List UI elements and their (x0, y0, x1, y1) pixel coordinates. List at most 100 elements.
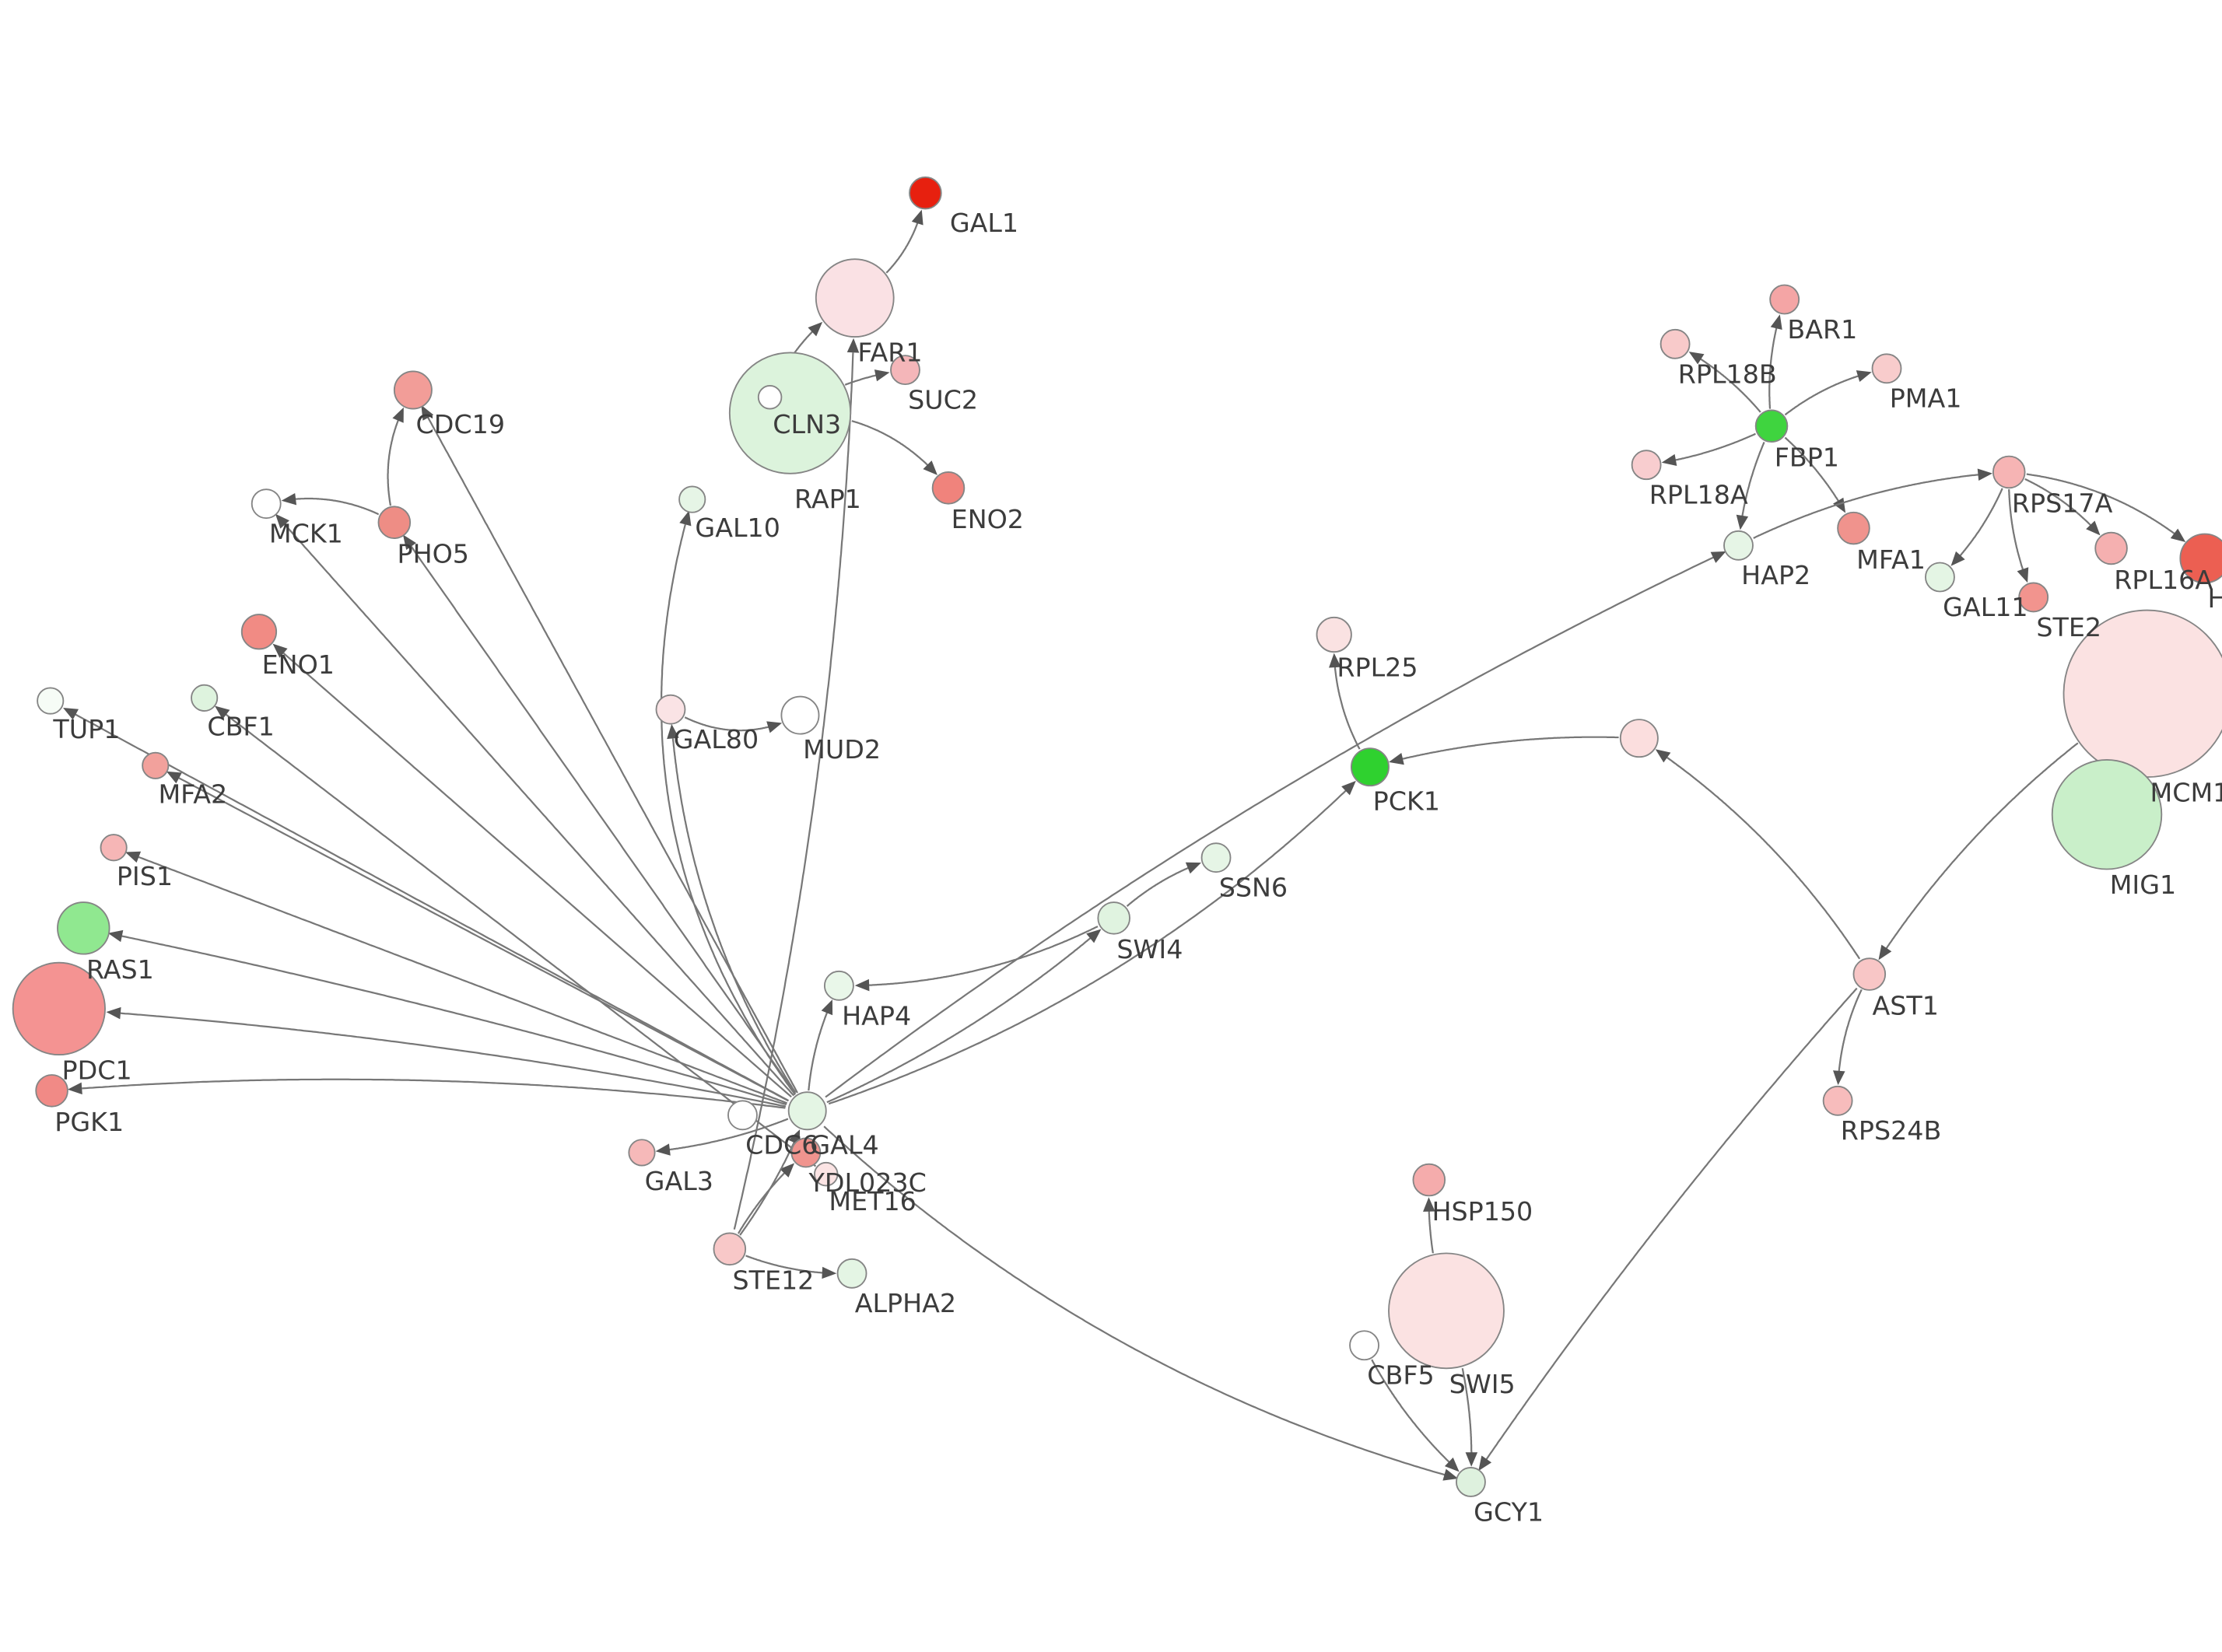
node-ydl023c[interactable] (790, 1137, 822, 1168)
node-eno1[interactable] (240, 614, 278, 650)
edge-gal4-hap2[interactable] (825, 551, 1726, 1098)
edge-gal4-eno1[interactable] (272, 643, 792, 1098)
edge-rap1-eno2[interactable] (851, 420, 938, 475)
edge-fbp1-rpl18b[interactable] (1688, 352, 1761, 413)
node-rpl16a[interactable] (2094, 531, 2128, 565)
node-cln3[interactable] (757, 385, 783, 410)
node-far1[interactable] (815, 258, 895, 338)
node-gal80[interactable] (655, 694, 686, 725)
node-cbf5[interactable] (1349, 1330, 1379, 1361)
edge-swi5-hsp150[interactable] (1423, 1197, 1435, 1254)
edge-rps17a-gal11[interactable] (1950, 488, 2003, 566)
node-pho5[interactable] (377, 506, 412, 539)
node-cbf1[interactable] (191, 684, 219, 712)
node-swi4[interactable] (1097, 901, 1130, 935)
edge-gal4-gal3[interactable] (655, 1118, 789, 1156)
edge-gal4-mck1[interactable] (275, 513, 795, 1097)
node-rps17a[interactable] (1992, 455, 2026, 489)
edge-fbp1-rpl18a[interactable] (1661, 432, 1756, 467)
node-mck1[interactable] (251, 488, 282, 520)
node-unlabeled-38[interactable] (1619, 719, 1659, 758)
node-suc2[interactable] (890, 355, 920, 386)
node-pis1[interactable] (100, 834, 128, 862)
node-mfa1[interactable] (1837, 511, 1870, 545)
node-gal3[interactable] (628, 1139, 656, 1167)
edge-ast1-gcy1[interactable] (1478, 987, 1858, 1472)
edge-ast1-n1[interactable] (1655, 749, 1861, 960)
edge-ste12-far1[interactable] (733, 338, 860, 1230)
node-cdc19[interactable] (393, 370, 433, 410)
edge-mcm1-ast1[interactable] (1878, 742, 2079, 961)
node-rps24b[interactable] (1822, 1085, 1853, 1116)
node-gal10[interactable] (678, 485, 706, 513)
node-gal1[interactable] (909, 176, 942, 210)
edge-gal4-gal10[interactable] (660, 510, 796, 1096)
edge-gal4-hap4[interactable] (808, 999, 833, 1091)
edge-fbp1-mfa1[interactable] (1784, 436, 1846, 513)
node-ste2[interactable] (2018, 582, 2049, 613)
edge-rps17a-his4[interactable] (2026, 473, 2186, 543)
edge-swi4-ssn6[interactable] (1126, 862, 1201, 907)
node-rpl18b[interactable] (1659, 328, 1691, 359)
edge-hap2-rps17a[interactable] (1753, 468, 1992, 539)
edge-gal4-pdc1[interactable] (106, 1006, 787, 1108)
edge-gal4-ras1[interactable] (107, 929, 787, 1106)
edge-gal4-pho5[interactable] (402, 534, 797, 1094)
edge-gal4-pck1[interactable] (828, 780, 1356, 1105)
edge-fbp1-pma1[interactable] (1784, 370, 1872, 416)
edge-cbf5-gcy1[interactable] (1371, 1359, 1460, 1472)
edge-gal4-pgk1[interactable] (67, 1078, 786, 1109)
edge-gal4-swi4[interactable] (826, 929, 1102, 1104)
node-rpl18a[interactable] (1631, 450, 1662, 481)
edge-ast1-rps24b[interactable] (1833, 989, 1863, 1086)
node-gal11[interactable] (1925, 562, 1955, 593)
edge-gal4-gal80[interactable] (667, 723, 797, 1094)
node-mig1[interactable] (2051, 758, 2163, 870)
node-pdc1[interactable] (12, 961, 106, 1056)
node-gal4[interactable] (787, 1091, 827, 1131)
node-hap4[interactable] (823, 970, 854, 1001)
node-ras1[interactable] (57, 901, 110, 955)
edge-pho5-cdc19[interactable] (387, 407, 404, 506)
node-rpl25[interactable] (1316, 616, 1352, 653)
edge-swi4-hap4[interactable] (854, 926, 1099, 992)
node-his4[interactable] (2179, 533, 2222, 584)
node-ssn6[interactable] (1200, 842, 1232, 873)
node-gcy1[interactable] (1456, 1467, 1486, 1497)
edge-fbp1-bar1[interactable] (1768, 314, 1782, 409)
edge-rps17a-ste2[interactable] (2008, 489, 2029, 583)
node-cdc6[interactable] (727, 1100, 758, 1131)
edge-ste12-alpha2[interactable] (745, 1255, 837, 1279)
edge-fbp1-hap2[interactable] (1736, 441, 1765, 530)
node-ast1[interactable] (1852, 957, 1887, 991)
edge-rap1-suc2[interactable] (844, 369, 890, 386)
edge-ste12-gal4[interactable] (739, 1129, 801, 1236)
edge-met16-cbf1[interactable] (214, 705, 817, 1167)
node-met16[interactable] (814, 1161, 839, 1187)
node-mud2[interactable] (780, 695, 820, 735)
edge-pck1-rpl25[interactable] (1329, 653, 1361, 750)
node-ste12[interactable] (713, 1232, 747, 1266)
node-eno2[interactable] (931, 471, 966, 505)
edge-rps17a-rpl16a[interactable] (2024, 478, 2101, 536)
edge-swi5-gcy1[interactable] (1461, 1367, 1478, 1467)
node-hap2[interactable] (1723, 530, 1754, 561)
node-pgk1[interactable] (35, 1074, 68, 1108)
node-tup1[interactable] (37, 687, 65, 715)
node-fbp1[interactable] (1754, 409, 1789, 443)
edge-gal80-mud2[interactable] (684, 716, 783, 733)
edge-gal4-cdc19[interactable] (421, 404, 798, 1094)
node-mcm1[interactable] (2063, 609, 2222, 779)
edge-gal4-mfa2[interactable] (166, 771, 789, 1102)
edge-far1-gal1[interactable] (885, 209, 923, 274)
edge-gal4-tup1[interactable] (63, 707, 790, 1102)
node-bar1[interactable] (1769, 284, 1800, 315)
edge-gal4-gcy1[interactable] (823, 1125, 1459, 1481)
node-hsp150[interactable] (1412, 1163, 1446, 1197)
edge-pho5-mck1[interactable] (281, 492, 379, 516)
node-swi5[interactable] (1388, 1252, 1505, 1370)
node-pck1[interactable] (1350, 747, 1390, 787)
edge-gal4-pis1[interactable] (124, 851, 788, 1104)
node-rap1[interactable] (728, 352, 852, 474)
node-alpha2[interactable] (836, 1258, 867, 1289)
